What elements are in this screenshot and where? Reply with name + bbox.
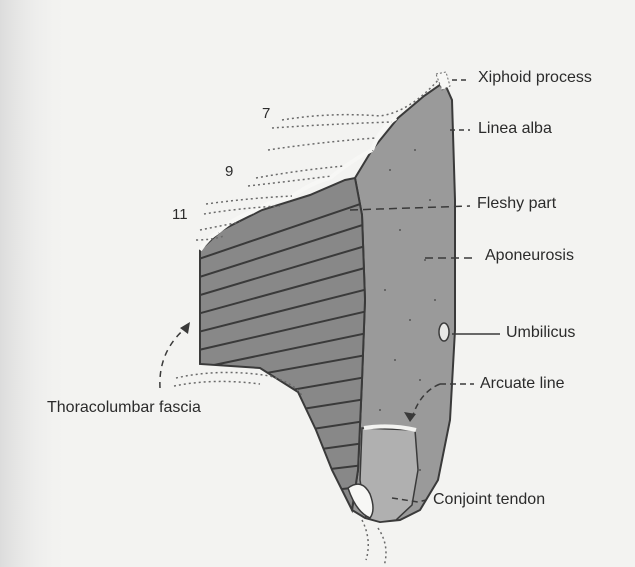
scan-edge-shade bbox=[0, 0, 70, 567]
thoracolumbar-arrowhead bbox=[180, 322, 190, 334]
label-fleshy-part: Fleshy part bbox=[477, 196, 556, 212]
rib-number-7: 7 bbox=[262, 106, 270, 121]
label-linea-alba: Linea alba bbox=[478, 121, 552, 137]
label-xiphoid-process: Xiphoid process bbox=[478, 70, 592, 86]
label-thoracolumbar-fascia: Thoracolumbar fascia bbox=[47, 400, 201, 416]
rib-number-11: 11 bbox=[172, 207, 188, 222]
label-conjoint-tendon: Conjoint tendon bbox=[433, 492, 545, 508]
rib-number-9: 9 bbox=[225, 164, 233, 179]
umbilicus-mark bbox=[439, 323, 449, 341]
label-arcuate-line: Arcuate line bbox=[480, 376, 565, 392]
label-aponeurosis: Aponeurosis bbox=[485, 248, 574, 264]
label-umbilicus: Umbilicus bbox=[506, 325, 575, 341]
